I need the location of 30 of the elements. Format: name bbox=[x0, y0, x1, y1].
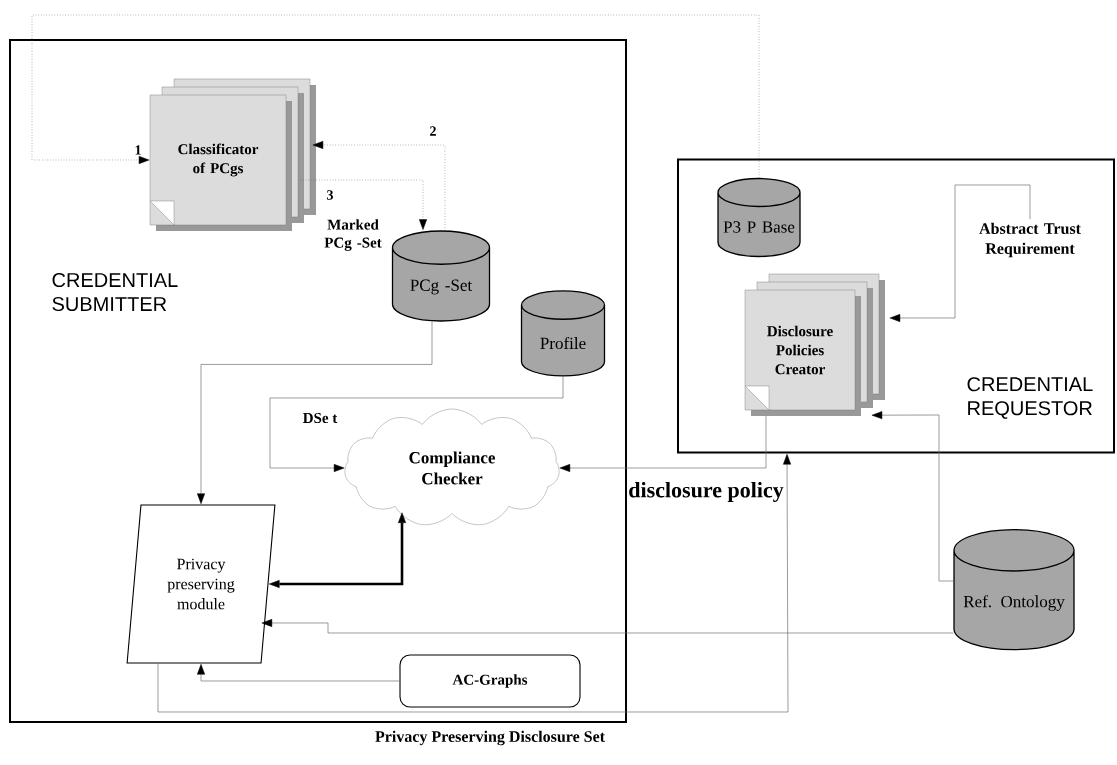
requirement-text: Abstract Trust Requirement bbox=[979, 222, 1081, 258]
arrow bbox=[157, 454, 791, 713]
arrow bbox=[269, 376, 564, 472]
edge-label: 2 bbox=[428, 125, 438, 137]
panel-heading: CREDENTIAL REQUESTOR bbox=[967, 377, 1093, 419]
edge-label: Privacy Preserving Disclosure Set bbox=[374, 729, 606, 747]
document-stack: Disclosure Policies Creator bbox=[744, 273, 885, 416]
database-cylinder: P3 P Base bbox=[717, 177, 801, 258]
arrow bbox=[559, 415, 767, 472]
database-cylinder: PCg -Set bbox=[391, 230, 491, 322]
arrow bbox=[889, 184, 1031, 322]
database-cylinder: Ref. Ontology bbox=[953, 529, 1075, 651]
arrow bbox=[269, 512, 406, 588]
database-cylinder: Profile bbox=[520, 290, 606, 377]
arrow bbox=[197, 321, 433, 504]
document-stack: Classificator of PCgs bbox=[149, 78, 316, 231]
edge-label: 1 bbox=[133, 144, 143, 156]
parallelogram: Privacy preserving module bbox=[126, 504, 276, 664]
arrow bbox=[261, 619, 954, 634]
arrow bbox=[31, 14, 760, 179]
edge-label: DSe t bbox=[301, 411, 339, 425]
edge-label: disclosure policy bbox=[627, 481, 785, 503]
panel-heading: CREDENTIAL SUBMITTER bbox=[52, 272, 178, 312]
arrow bbox=[197, 664, 400, 682]
arrow bbox=[871, 411, 954, 582]
caption-text: Marked PCg -Set bbox=[324, 219, 382, 251]
rounded-box: AC-Graphs bbox=[399, 654, 581, 708]
arrow bbox=[312, 141, 446, 231]
edge-label: 3 bbox=[325, 189, 335, 201]
arrow bbox=[299, 179, 427, 230]
